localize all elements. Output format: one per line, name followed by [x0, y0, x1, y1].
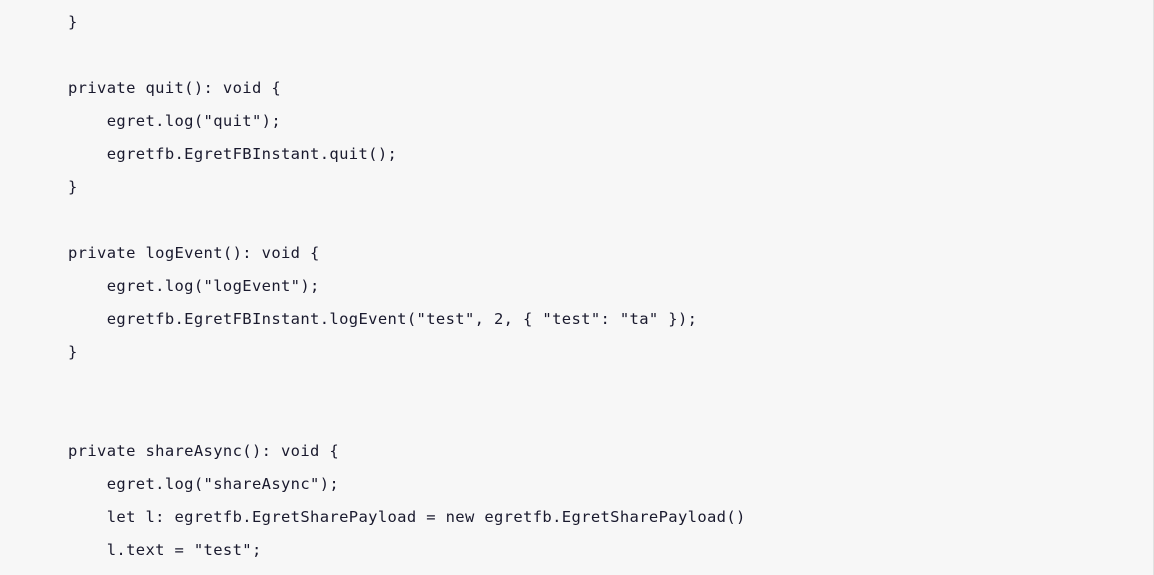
code-line: egret.log("shareAsync");: [68, 475, 340, 493]
code-line: private shareAsync(): void {: [68, 442, 340, 460]
code-line: private logEvent(): void {: [68, 244, 320, 262]
code-line: egretfb.EgretFBInstant.quit();: [68, 145, 398, 163]
code-line: }: [68, 13, 78, 31]
code-line: let l: egretfb.EgretSharePayload = new e…: [68, 508, 746, 526]
code-line: l.text = "test";: [68, 541, 262, 559]
code-line: [68, 39, 746, 72]
code-line: private quit(): void {: [68, 79, 281, 97]
code-line: }: [68, 178, 78, 196]
code-block[interactable]: } private quit(): void { egret.log("quit…: [68, 6, 746, 567]
code-line: egretfb.EgretFBInstant.logEvent("test", …: [68, 310, 698, 328]
code-line: [68, 369, 746, 402]
code-line: egret.log("logEvent");: [68, 277, 320, 295]
code-line: [68, 204, 746, 237]
code-line: [68, 402, 746, 435]
code-line: egret.log("quit");: [68, 112, 281, 130]
code-line: }: [68, 343, 78, 361]
